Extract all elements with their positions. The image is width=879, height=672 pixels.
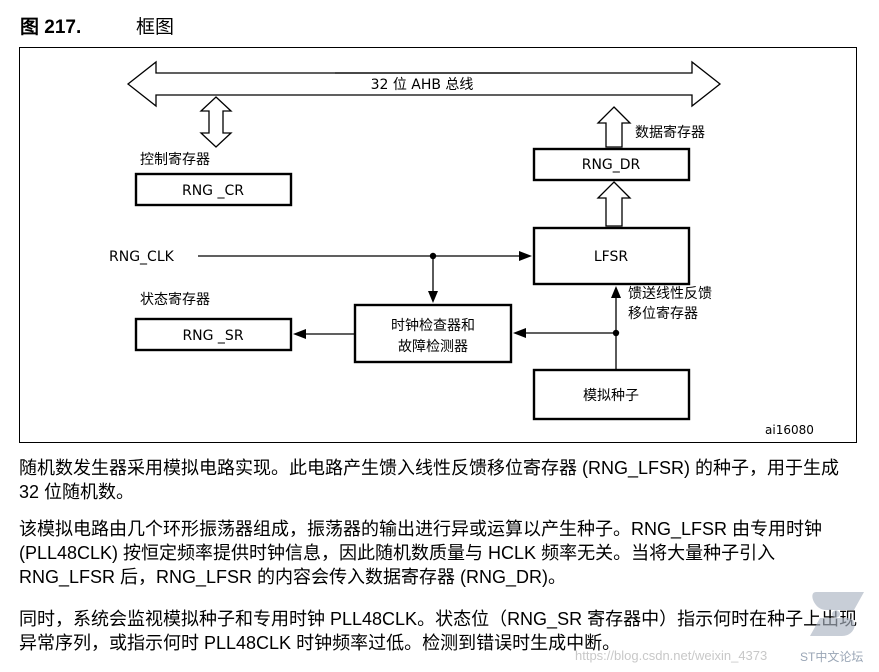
ahb-bus-label: 32 位 AHB 总线 (371, 77, 474, 93)
figure-id-tag: ai16080 (765, 423, 814, 437)
analog-seed-block (532, 368, 691, 421)
lfsr-to-dr-arrow (596, 181, 632, 227)
rng-clk-label: RNG_CLK (109, 249, 175, 265)
seed-to-lfsr-arrowhead (611, 286, 621, 298)
checker-text-line1: 时钟检查器和 (391, 317, 475, 334)
control-link-arrow (199, 96, 233, 148)
feedback-label-line2: 移位寄存器 (628, 305, 698, 322)
clk-to-checker-arrowhead (428, 291, 438, 303)
st-logo-watermark (810, 592, 864, 636)
feedback-label-line1: 馈送线性反馈 (628, 286, 712, 302)
rng-dr-text: RNG_DR (582, 157, 641, 173)
seed-to-checker-arrowhead (513, 328, 526, 338)
ahb-bus-arrow (126, 60, 722, 108)
figure-title: 框图 (136, 17, 175, 38)
paragraph-intro: 随机数发生器采用模拟电路实现。此电路产生馈入线性反馈移位寄存器 (RNG_LFS… (19, 458, 840, 502)
paragraph-analog-circuit: 该模拟电路由几个环形振荡器组成，振荡器的输出进行异或运算以产生种子。RNG_LF… (19, 519, 823, 587)
figure-caption: 图 217. 框图 (20, 12, 174, 39)
rng-cr-block (134, 172, 293, 207)
watermark-forum: ST中文论坛 (800, 650, 864, 664)
block-diagram-canvas: 32 位 AHB 总线 控制寄存器 RNG _CR 数据寄存器 RNG_DR L… (109, 60, 814, 437)
watermark-url: https://blog.csdn.net/weixin_4373 (575, 648, 768, 663)
block-diagram: 32 位 AHB 总线 控制寄存器 RNG _CR 数据寄存器 RNG_DR L… (19, 47, 857, 443)
rng-sr-block (134, 317, 293, 352)
rng-cr-text: RNG _CR (182, 183, 244, 199)
data-register-label: 数据寄存器 (635, 124, 705, 141)
analog-seed-text: 模拟种子 (583, 388, 639, 404)
checker-text-line2: 故障检测器 (398, 339, 468, 355)
clk-to-lfsr-arrowhead (519, 251, 532, 261)
rng-dr-block (532, 147, 691, 182)
figure-number: 图 217. (20, 17, 82, 38)
checker-block (353, 303, 513, 364)
dr-to-bus-arrow (596, 106, 632, 148)
lfsr-text: LFSR (594, 249, 628, 265)
checker-to-sr-arrowhead (293, 329, 306, 339)
paragraph-monitoring: 同时，系统会监视模拟种子和专用时钟 PLL48CLK。状态位（RNG_SR 寄存… (19, 609, 858, 653)
status-register-label: 状态寄存器 (140, 291, 210, 308)
control-register-label: 控制寄存器 (140, 151, 210, 168)
lfsr-block (532, 226, 691, 286)
rng-sr-text: RNG _SR (182, 328, 243, 344)
